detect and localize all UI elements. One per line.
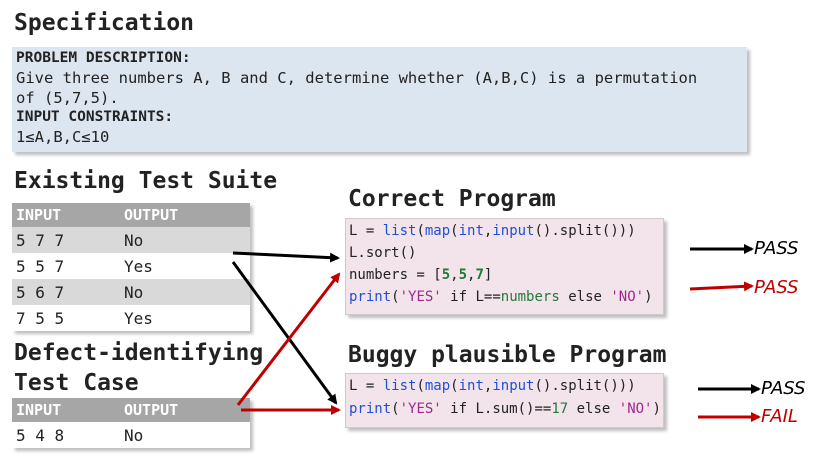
code-token: else [568,401,619,417]
specification-box: PROBLEM DESCRIPTION: Give three numbers … [12,47,747,152]
code-token: ().split())) [534,223,636,239]
input-cell: 5 4 8 [16,425,65,445]
code-token: 'NO' [610,289,645,305]
defect-test-case-table: INPUT OUTPUT 5 4 8 No [12,398,250,448]
code-token: 5 [441,267,451,283]
table-row: 5 6 7 No [12,279,250,305]
input-cell: 5 7 7 [16,230,65,250]
correct-program-code: L = list(map(int,input().split())) L.sor… [345,218,664,315]
existing-test-suite-table: INPUT OUTPUT 5 7 7 No 5 5 7 Yes 5 6 7 No… [12,203,250,331]
correct-red-pass-label: PASS [754,277,799,298]
code-line: L = list(map(int,input().split())) [349,378,636,394]
code-line: L = list(map(int,input().split())) [349,223,636,239]
output-cell: No [124,425,144,445]
problem-description-label: PROBLEM DESCRIPTION: [16,50,191,66]
problem-description-line1: Give three numbers A, B and C, determine… [16,69,698,87]
correct-pass-label: PASS [754,238,799,259]
code-token: ) [644,289,653,305]
code-token: map [424,378,451,394]
code-token: ( [391,401,400,417]
code-line: print('YES' if L==numbers else 'NO') [349,289,653,305]
defect-test-case-title-line2: Test Case [14,370,139,396]
table-row: 5 5 7 Yes [12,253,250,279]
input-constraints-value: 1≤A,B,C≤10 [16,128,110,146]
code-token: 'YES' [399,289,442,305]
input-header: INPUT [16,206,62,224]
code-token: 7 [475,267,484,283]
code-token: if L== [441,289,501,305]
code-token: else [559,289,611,305]
code-line: numbers = [5,5,7] [349,267,492,283]
code-token: print [349,289,392,305]
table-row: 5 4 8 No [12,422,250,448]
input-cell: 5 6 7 [16,282,65,302]
code-token: ( [391,289,400,305]
defect-to-correct-arrow [236,272,341,406]
code-token: numbers [500,289,560,305]
input-cell: 5 5 7 [16,256,65,276]
code-token: , [450,267,459,283]
code-token: int [458,378,484,394]
code-token: L = [349,223,383,239]
output-cell: Yes [124,256,153,276]
code-token: , [483,378,493,394]
code-line: print('YES' if L.sum()==17 else 'NO') [349,401,661,417]
code-token: int [458,223,484,239]
table-header: INPUT OUTPUT [12,203,250,227]
code-token: , [483,223,493,239]
code-token: if L.sum()== [441,401,552,417]
code-token: ().split())) [534,378,636,394]
buggy-fail-label: FAIL [761,406,798,427]
code-token: ( [450,223,459,239]
code-token: 'NO' [618,401,653,417]
code-token: print [349,401,392,417]
correct-red-pass-arrow [689,281,754,292]
code-token: L = [349,378,383,394]
code-token: 5 [458,267,468,283]
code-token: input [492,223,535,239]
input-constraints-label: INPUT CONSTRAINTS: [16,109,174,125]
suite-to-buggy-arrow [231,261,338,405]
table-row: 5 7 7 No [12,227,250,253]
input-cell: 7 5 5 [16,308,65,328]
code-line: L.sort() [349,245,417,261]
code-token: ( [450,378,459,394]
input-header: INPUT [16,401,62,419]
code-token: numbers = [ [349,267,442,283]
output-header: OUTPUT [124,206,179,224]
code-token: ( [416,223,425,239]
existing-test-suite-title: Existing Test Suite [14,168,278,194]
code-token: , [467,267,476,283]
buggy-program-code: L = list(map(int,input().split())) print… [345,373,664,428]
code-token: 17 [551,401,569,417]
buggy-program-title: Buggy plausible Program [348,342,667,368]
code-token: map [424,223,451,239]
specification-title: Specification [14,10,195,36]
output-cell: No [124,230,144,250]
output-cell: No [124,282,144,302]
problem-description-line2: of (5,7,5). [16,89,119,107]
table-row: 7 5 5 Yes [12,305,250,331]
buggy-pass-label: PASS [761,378,806,399]
output-cell: Yes [124,308,153,328]
code-token: ) [652,401,661,417]
code-token: list [382,378,417,394]
code-token: 'YES' [399,401,442,417]
suite-to-correct-arrow [232,251,340,263]
code-token: list [382,223,417,239]
defect-test-case-title-line1: Defect-identifying [14,340,264,366]
code-token: input [492,378,535,394]
table-header: INPUT OUTPUT [12,398,250,422]
code-token: ( [416,378,425,394]
correct-program-title: Correct Program [348,186,556,212]
code-token: ] [483,267,493,283]
output-header: OUTPUT [124,401,179,419]
